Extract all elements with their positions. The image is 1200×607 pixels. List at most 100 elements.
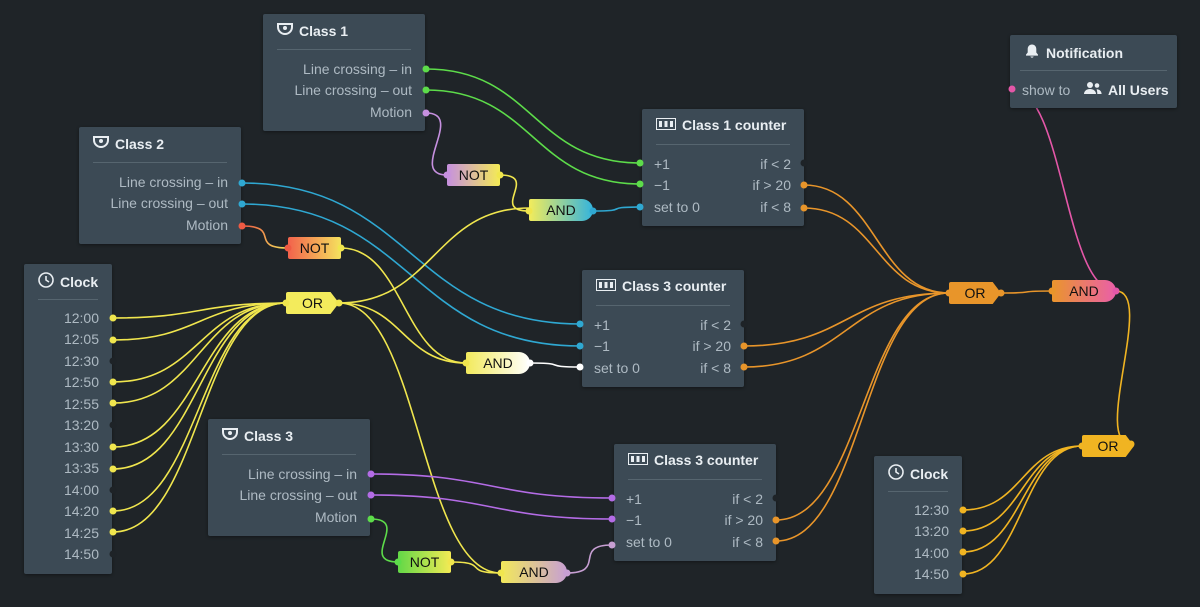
port[interactable] bbox=[608, 541, 616, 549]
port[interactable] bbox=[997, 289, 1005, 297]
wire bbox=[450, 561, 502, 574]
port[interactable] bbox=[422, 86, 430, 94]
port[interactable] bbox=[422, 109, 430, 117]
port[interactable] bbox=[576, 320, 584, 328]
port[interactable] bbox=[589, 207, 597, 215]
counter1-cond: if < 2 bbox=[760, 156, 791, 172]
port[interactable] bbox=[109, 357, 117, 365]
port[interactable] bbox=[447, 558, 455, 566]
or-gate[interactable]: OR bbox=[286, 292, 339, 314]
port[interactable] bbox=[367, 491, 375, 499]
counter3a-plus: +1 bbox=[594, 317, 610, 333]
port[interactable] bbox=[109, 507, 117, 515]
port[interactable] bbox=[959, 548, 967, 556]
port[interactable] bbox=[608, 494, 616, 502]
port[interactable] bbox=[740, 320, 748, 328]
port[interactable] bbox=[337, 244, 345, 252]
port[interactable] bbox=[576, 342, 584, 350]
port[interactable] bbox=[109, 421, 117, 429]
port[interactable] bbox=[576, 363, 584, 371]
port[interactable] bbox=[496, 171, 504, 179]
not-gate[interactable]: NOT bbox=[447, 164, 500, 186]
port[interactable] bbox=[109, 486, 117, 494]
port[interactable] bbox=[422, 65, 430, 73]
port[interactable] bbox=[238, 179, 246, 187]
port[interactable] bbox=[109, 443, 117, 451]
class3-node[interactable]: Class 3 Line crossing – in Line crossing… bbox=[208, 419, 370, 536]
port[interactable] bbox=[109, 378, 117, 386]
counter3b-cond: if < 8 bbox=[732, 534, 763, 550]
port[interactable] bbox=[367, 515, 375, 523]
port[interactable] bbox=[109, 528, 117, 536]
and-gate[interactable]: AND bbox=[529, 199, 593, 221]
port[interactable] bbox=[1048, 287, 1056, 295]
notification-node[interactable]: Notification show to All Users bbox=[1010, 35, 1177, 108]
title-divider bbox=[222, 454, 356, 455]
port[interactable] bbox=[608, 515, 616, 523]
port[interactable] bbox=[443, 171, 451, 179]
port[interactable] bbox=[526, 359, 534, 367]
wire bbox=[340, 247, 467, 364]
class2-node[interactable]: Class 2 Line crossing – in Line crossing… bbox=[79, 127, 241, 244]
wire bbox=[1011, 88, 1117, 292]
or-gate[interactable]: OR bbox=[949, 282, 1001, 304]
port[interactable] bbox=[525, 207, 533, 215]
port[interactable] bbox=[394, 558, 402, 566]
port[interactable] bbox=[109, 465, 117, 473]
counter1-plus: +1 bbox=[654, 156, 670, 172]
port[interactable] bbox=[740, 363, 748, 371]
counter3a-node[interactable]: Class 3 counter +1 −1 set to 0 if < 2 if… bbox=[582, 270, 744, 387]
and-gate[interactable]: AND bbox=[1052, 280, 1116, 302]
clock2-node[interactable]: Clock 12:30 13:20 14:00 14:50 bbox=[874, 456, 962, 594]
port[interactable] bbox=[636, 203, 644, 211]
port[interactable] bbox=[959, 570, 967, 578]
port[interactable] bbox=[109, 336, 117, 344]
port[interactable] bbox=[800, 204, 808, 212]
not-gate[interactable]: NOT bbox=[398, 551, 451, 573]
users-selector[interactable]: All Users bbox=[1084, 81, 1169, 98]
port[interactable] bbox=[945, 289, 953, 297]
port[interactable] bbox=[497, 569, 505, 577]
port[interactable] bbox=[335, 299, 343, 307]
port[interactable] bbox=[284, 244, 292, 252]
port[interactable] bbox=[367, 470, 375, 478]
or-gate[interactable]: OR bbox=[1082, 435, 1134, 457]
counter1-minus: −1 bbox=[654, 177, 670, 193]
port[interactable] bbox=[772, 516, 780, 524]
clock1-time: 13:30 bbox=[63, 439, 99, 455]
class3-line-out: Line crossing – out bbox=[239, 487, 357, 503]
counter3b-node[interactable]: Class 3 counter +1 −1 set to 0 if < 2 if… bbox=[614, 444, 776, 561]
port[interactable] bbox=[740, 342, 748, 350]
port[interactable] bbox=[772, 494, 780, 502]
port[interactable] bbox=[1008, 85, 1016, 93]
port[interactable] bbox=[1078, 442, 1086, 450]
port[interactable] bbox=[238, 222, 246, 230]
port[interactable] bbox=[636, 180, 644, 188]
port[interactable] bbox=[636, 159, 644, 167]
port[interactable] bbox=[959, 506, 967, 514]
port[interactable] bbox=[1112, 287, 1120, 295]
port[interactable] bbox=[282, 299, 290, 307]
not-gate[interactable]: NOT bbox=[288, 237, 341, 259]
counter1-node[interactable]: Class 1 counter +1 −1 set to 0 if < 2 if… bbox=[642, 109, 804, 226]
and-gate[interactable]: AND bbox=[501, 561, 567, 583]
counter3b-cond: if < 2 bbox=[732, 491, 763, 507]
port[interactable] bbox=[462, 359, 470, 367]
port[interactable] bbox=[238, 200, 246, 208]
port[interactable] bbox=[563, 569, 571, 577]
port[interactable] bbox=[800, 181, 808, 189]
port[interactable] bbox=[109, 550, 117, 558]
clock1-time: 14:20 bbox=[63, 503, 99, 519]
class1-node[interactable]: Class 1 Line crossing – in Line crossing… bbox=[263, 14, 425, 131]
port[interactable] bbox=[109, 314, 117, 322]
clock1-node[interactable]: Clock 12:00 12:05 12:30 12:50 12:55 13:2… bbox=[24, 264, 112, 574]
clock2-time: 14:00 bbox=[913, 545, 949, 561]
port[interactable] bbox=[109, 399, 117, 407]
wire bbox=[1115, 290, 1132, 445]
port[interactable] bbox=[772, 537, 780, 545]
and-gate[interactable]: AND bbox=[466, 352, 530, 374]
port[interactable] bbox=[800, 159, 808, 167]
port[interactable] bbox=[959, 527, 967, 535]
port[interactable] bbox=[1127, 440, 1135, 448]
clock1-time: 12:55 bbox=[63, 396, 99, 412]
